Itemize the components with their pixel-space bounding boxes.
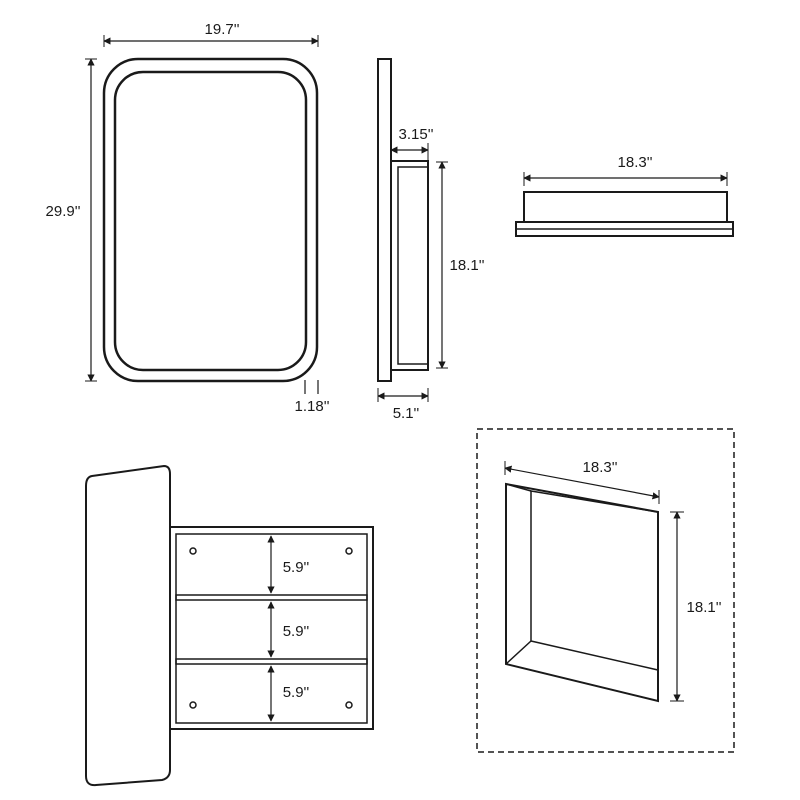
screw-hole — [345, 701, 353, 709]
shelf-2 — [175, 658, 368, 665]
open-cabinet-view: 5.9'' 5.9'' 5.9'' — [85, 464, 374, 787]
top-width-label: 18.3'' — [618, 154, 653, 171]
side-depth-label: 3.15'' — [399, 126, 434, 143]
recess-width-dimension-line — [504, 465, 660, 500]
mirror-outer-frame — [102, 57, 319, 383]
front-width-label: 19.7'' — [205, 21, 240, 38]
recess-bottom-edge — [505, 640, 532, 665]
recess-width-label: 18.3'' — [583, 459, 618, 476]
frame-thickness-label: 1.18'' — [295, 398, 330, 415]
shelf-1-height-label: 5.9'' — [283, 559, 310, 576]
top-cabinet-box — [523, 191, 728, 223]
side-view: 3.15'' 18.1'' 5.1'' — [377, 58, 485, 422]
screw-hole — [189, 701, 197, 709]
screw-hole — [189, 547, 197, 555]
recess-view: 18.3'' 18.1'' — [476, 428, 735, 753]
open-door-panel — [85, 464, 171, 787]
front-height-label: 29.9'' — [46, 203, 81, 220]
shelf-3-height-label: 5.9'' — [283, 684, 310, 701]
recess-outer-outline — [505, 482, 659, 703]
side-height-label: 18.1'' — [450, 257, 485, 274]
recess-back-wall — [530, 490, 659, 671]
side-cabinet-inner — [397, 166, 429, 365]
recess-dashed-border — [476, 428, 735, 753]
side-total-depth-label: 5.1'' — [393, 405, 420, 422]
side-mirror-panel — [377, 58, 392, 382]
front-view: 19.7'' 29.9'' 1.18'' — [46, 21, 330, 415]
screw-hole — [345, 547, 353, 555]
cabinet-interior — [175, 533, 368, 724]
shelf-1 — [175, 594, 368, 601]
recess-height-label: 18.1'' — [687, 599, 722, 616]
side-cabinet-box — [390, 160, 429, 371]
cabinet-body — [169, 526, 374, 730]
mirror-inner-frame — [113, 70, 308, 372]
shelf-2-height-label: 5.9'' — [283, 623, 310, 640]
top-view: 18.3'' — [515, 154, 734, 237]
